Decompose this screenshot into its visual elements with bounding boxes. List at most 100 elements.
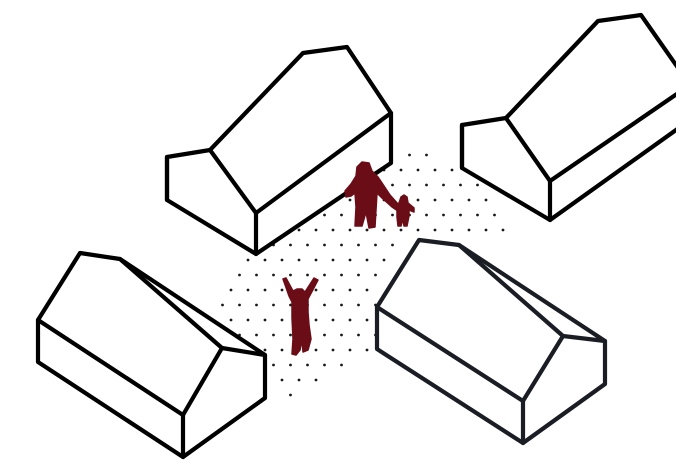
plaza-dot (289, 393, 292, 397)
plaza-dot (323, 363, 326, 367)
plaza-dot (246, 318, 250, 322)
plaza-dot (416, 228, 420, 232)
plaza-dot (484, 228, 488, 232)
cheering-figure (282, 277, 319, 356)
plaza-dot (374, 273, 377, 277)
plaza-dot (314, 288, 318, 292)
house-top-right (459, 12, 676, 223)
plaza-dot (348, 348, 352, 352)
plaza-dot (280, 288, 284, 292)
plaza-dot (467, 198, 471, 202)
plaza-dot (348, 198, 352, 202)
plaza-dot (314, 228, 318, 232)
plaza-dot (323, 273, 326, 277)
plaza-dot (340, 333, 343, 337)
plaza-dot (331, 348, 335, 352)
plaza-dot (297, 258, 301, 262)
plaza-dot (340, 213, 343, 217)
plaza-dot (357, 303, 360, 307)
plaza-dot (331, 318, 335, 322)
plaza-dot (323, 303, 326, 307)
plaza-dot (391, 243, 394, 247)
plaza-dot (476, 183, 479, 187)
house-bottom-left (35, 250, 268, 460)
plaza-dot (391, 213, 394, 217)
plaza-dot (399, 228, 403, 232)
plaza-dot (323, 213, 326, 217)
plaza-dot (331, 228, 335, 232)
plaza-dot (272, 363, 275, 367)
plaza-dot (289, 273, 292, 277)
plaza-dot (280, 258, 284, 262)
plaza-dot (493, 213, 496, 217)
plaza-dot (348, 258, 352, 262)
plaza-dot (255, 273, 258, 277)
plaza-dot (246, 258, 250, 262)
plaza-dot (314, 348, 318, 352)
plaza-dot (408, 183, 411, 187)
plaza-dot (450, 198, 454, 202)
plaza-dot (272, 333, 275, 337)
plaza-dot (272, 273, 275, 277)
plaza-dot (340, 273, 343, 277)
plaza-dot (425, 153, 428, 157)
plaza-dot (297, 228, 301, 232)
plaza-dot (238, 273, 241, 277)
plaza-dot (425, 183, 428, 187)
plaza-dot (442, 183, 445, 187)
plaza-dot (263, 288, 267, 292)
plaza-dot (382, 258, 386, 262)
plaza-dot (501, 228, 505, 232)
adult-figure (344, 161, 402, 229)
plaza-dot (433, 228, 437, 232)
plaza-dot (357, 243, 360, 247)
child-figure (394, 194, 415, 227)
plaza-dot (229, 318, 233, 322)
plaza-dot (323, 333, 326, 337)
plaza-dot (399, 168, 403, 172)
plaza-dot (331, 258, 335, 262)
plaza-dot (467, 228, 471, 232)
plaza-dot (246, 288, 250, 292)
plaza-dot (297, 378, 301, 382)
house-bottom-right (374, 237, 608, 446)
plaza-dot (416, 198, 420, 202)
plaza-dot (365, 318, 369, 322)
plaza-dot (433, 168, 437, 172)
plaza-dot (289, 363, 292, 367)
plaza-dot (357, 273, 360, 277)
plaza-dot (476, 213, 479, 217)
plaza-dot (323, 243, 326, 247)
plaza-dot (340, 303, 343, 307)
plaza-dot (348, 228, 352, 232)
plaza-dot (340, 243, 343, 247)
plaza-dot (365, 258, 369, 262)
plaza-dot (229, 288, 233, 292)
plaza-dot (433, 198, 437, 202)
plaza-dot (450, 168, 454, 172)
plaza-dot (425, 213, 428, 217)
plaza-dot (340, 363, 343, 367)
plaza-dot (289, 243, 292, 247)
plaza-dot (331, 288, 335, 292)
plaza-dot (365, 288, 369, 292)
plaza-dot (459, 183, 462, 187)
plaza-dot (221, 303, 224, 307)
plaza-dot (306, 273, 309, 277)
plaza-dot (255, 303, 258, 307)
plaza-dot (408, 153, 411, 157)
plaza-dot (263, 318, 267, 322)
plaza-dot (306, 363, 309, 367)
plaza-dot (263, 258, 267, 262)
plaza-dot (365, 348, 369, 352)
plaza-dot (459, 213, 462, 217)
plaza-dot (314, 318, 318, 322)
plaza-dot (289, 333, 292, 337)
plaza-dot (263, 348, 267, 352)
plaza-dot (374, 243, 377, 247)
plaza-dot (280, 348, 284, 352)
plaza-dot (314, 258, 318, 262)
plaza-dot (348, 288, 352, 292)
